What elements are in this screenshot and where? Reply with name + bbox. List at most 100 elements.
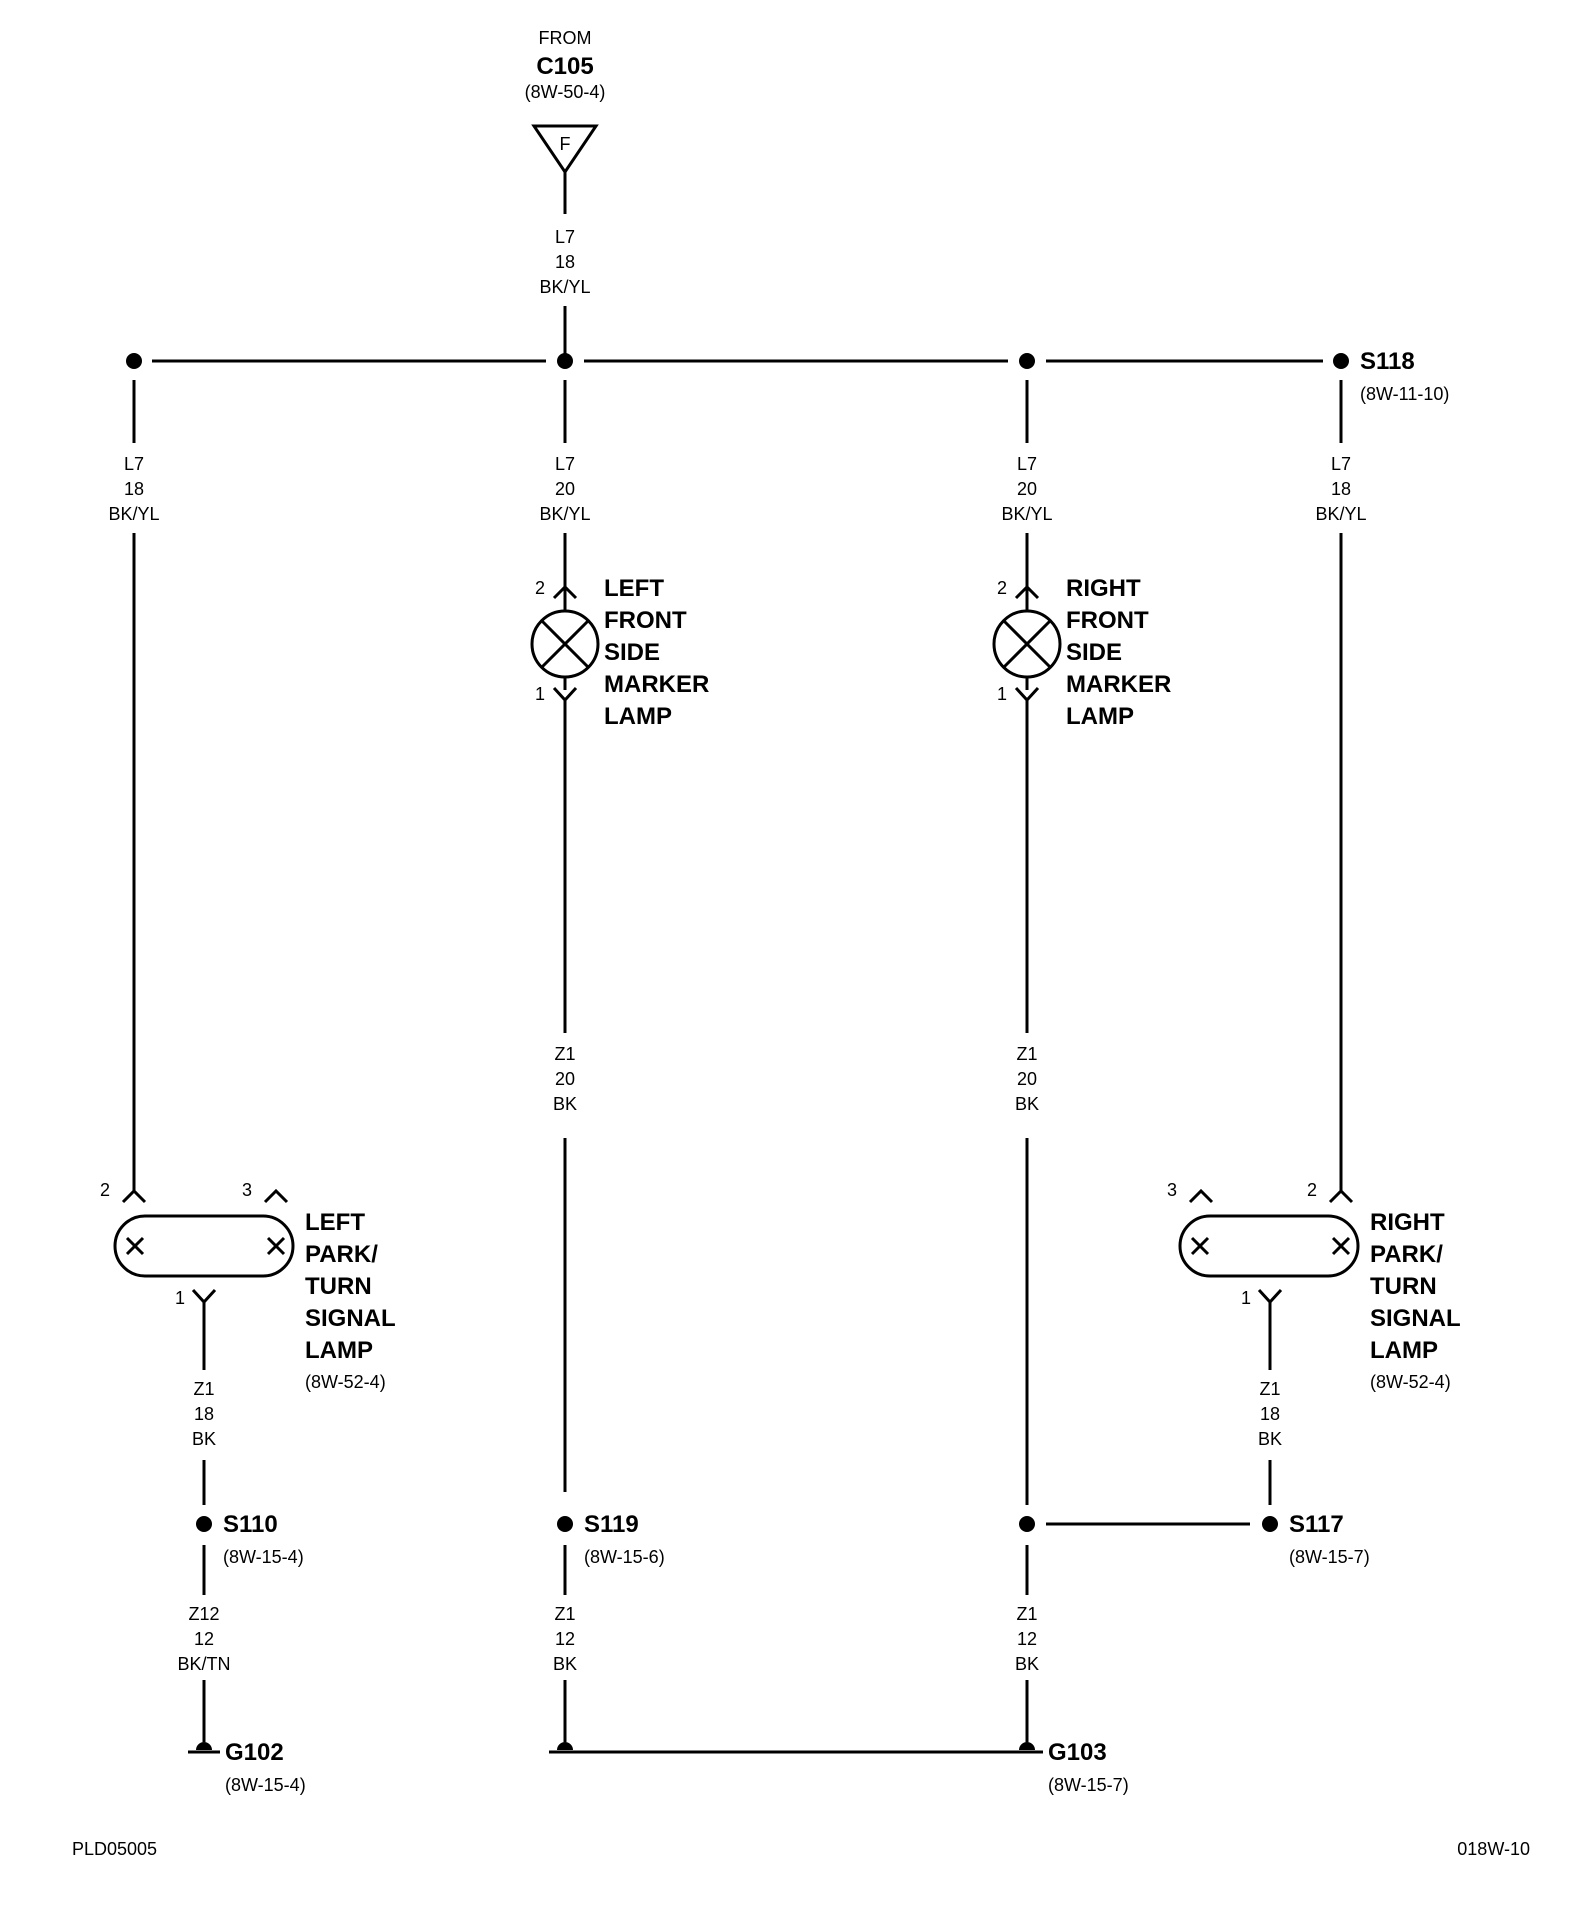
svg-text:MARKER: MARKER xyxy=(604,671,709,698)
wire-label-left-marker-ground: Z1 20 BK xyxy=(553,1044,577,1114)
svg-text:SIGNAL: SIGNAL xyxy=(1370,1305,1461,1332)
right-park-lamp-label: RIGHT PARK/ TURN SIGNAL LAMP (8W-52-4) xyxy=(1370,1209,1461,1392)
wire-label-left-marker-feed: L7 20 BK/YL xyxy=(539,454,590,524)
splice-s110-dot xyxy=(196,1516,212,1532)
svg-text:18: 18 xyxy=(1260,1404,1280,1424)
svg-text:BK/YL: BK/YL xyxy=(539,504,590,524)
splice-s118-ref: (8W-11-10) xyxy=(1360,384,1449,404)
svg-text:BK/YL: BK/YL xyxy=(539,277,590,297)
left-marker-lamp-symbol xyxy=(530,609,600,679)
splice-s119-ref: (8W-15-6) xyxy=(584,1547,665,1567)
splice-s118-name: S118 xyxy=(1360,348,1415,375)
svg-text:20: 20 xyxy=(1017,1069,1037,1089)
wire-label-right-marker-ground: Z1 20 BK xyxy=(1015,1044,1039,1114)
svg-text:SIDE: SIDE xyxy=(604,639,660,666)
left-park-pin1-connector xyxy=(191,1288,217,1305)
svg-text:(8W-52-4): (8W-52-4) xyxy=(1370,1372,1451,1392)
right-park-pin3-connector xyxy=(1188,1188,1214,1204)
right-marker-pin2-connector xyxy=(1014,584,1040,600)
right-marker-pin2-label: 2 xyxy=(997,578,1007,598)
source-from-label: FROM xyxy=(539,28,592,48)
wire-label-left-park-ground: Z1 18 BK xyxy=(192,1379,216,1449)
svg-text:Z1: Z1 xyxy=(1016,1044,1037,1064)
right-park-pin1-label: 1 xyxy=(1241,1288,1251,1308)
svg-text:L7: L7 xyxy=(124,454,144,474)
svg-text:FRONT: FRONT xyxy=(1066,607,1149,634)
svg-text:LAMP: LAMP xyxy=(604,703,672,730)
left-park-pin1-label: 1 xyxy=(175,1288,185,1308)
left-marker-pin2-connector xyxy=(552,584,578,600)
svg-text:12: 12 xyxy=(1017,1629,1037,1649)
svg-text:18: 18 xyxy=(1331,479,1351,499)
svg-text:Z1: Z1 xyxy=(554,1604,575,1624)
bus-junction-center xyxy=(557,353,573,369)
left-marker-pin2-label: 2 xyxy=(535,578,545,598)
splice-s110-ref: (8W-15-4) xyxy=(223,1547,304,1567)
wire-label-right-park-feed: L7 18 BK/YL xyxy=(1315,454,1366,524)
svg-text:BK/TN: BK/TN xyxy=(177,1654,230,1674)
svg-text:RIGHT: RIGHT xyxy=(1066,575,1141,602)
svg-text:LAMP: LAMP xyxy=(1370,1337,1438,1364)
svg-text:Z12: Z12 xyxy=(188,1604,219,1624)
female-connector-symbol xyxy=(531,124,599,175)
svg-text:20: 20 xyxy=(1017,479,1037,499)
svg-text:L7: L7 xyxy=(1331,454,1351,474)
svg-text:BK/YL: BK/YL xyxy=(1001,504,1052,524)
splice-s117-dot xyxy=(1262,1516,1278,1532)
right-marker-lamp-symbol xyxy=(992,609,1062,679)
svg-text:SIGNAL: SIGNAL xyxy=(305,1305,396,1332)
bus-junction-right xyxy=(1019,353,1035,369)
ground-g102-ref: (8W-15-4) xyxy=(225,1775,306,1795)
svg-text:Z1: Z1 xyxy=(193,1379,214,1399)
svg-text:SIDE: SIDE xyxy=(1066,639,1122,666)
ground-symbol-g102 xyxy=(188,1742,220,1754)
source-connector-ref: (8W-50-4) xyxy=(525,82,606,102)
svg-text:Z1: Z1 xyxy=(554,1044,575,1064)
svg-text:LAMP: LAMP xyxy=(305,1337,373,1364)
svg-text:BK: BK xyxy=(1258,1429,1282,1449)
wire-label-left-park-feed: L7 18 BK/YL xyxy=(108,454,159,524)
left-park-pin2-connector xyxy=(121,1188,147,1204)
ground-g103-name: G103 xyxy=(1048,1739,1107,1766)
ground-symbol-g103 xyxy=(1011,1742,1043,1754)
ground-g103-ref: (8W-15-7) xyxy=(1048,1775,1129,1795)
junction-right-ground xyxy=(1019,1516,1035,1532)
source-cavity-label: F xyxy=(560,134,571,154)
svg-text:PARK/: PARK/ xyxy=(305,1241,378,1268)
ground-symbol-center xyxy=(549,1742,581,1754)
svg-text:TURN: TURN xyxy=(1370,1273,1437,1300)
svg-text:L7: L7 xyxy=(555,227,575,247)
svg-text:18: 18 xyxy=(555,252,575,272)
svg-text:LEFT: LEFT xyxy=(305,1209,365,1236)
right-park-pin1-connector xyxy=(1257,1288,1283,1305)
svg-text:L7: L7 xyxy=(555,454,575,474)
source-connector-name: C105 xyxy=(536,53,593,80)
wire-label-right-park-ground: Z1 18 BK xyxy=(1258,1379,1282,1449)
splice-s118-dot xyxy=(1333,353,1349,369)
svg-text:Z1: Z1 xyxy=(1259,1379,1280,1399)
left-park-pin3-label: 3 xyxy=(242,1180,252,1200)
wire-label-s119-ground: Z1 12 BK xyxy=(553,1604,577,1674)
wire-label-feed: L7 18 BK/YL xyxy=(539,227,590,297)
svg-text:BK: BK xyxy=(553,1654,577,1674)
left-park-pin3-connector xyxy=(263,1188,289,1204)
wire-label-s117-ground: Z1 12 BK xyxy=(1015,1604,1039,1674)
splice-s110-name: S110 xyxy=(223,1511,278,1538)
left-park-lamp-symbol xyxy=(113,1214,295,1278)
right-park-pin2-connector xyxy=(1328,1188,1354,1204)
splice-s117-ref: (8W-15-7) xyxy=(1289,1547,1370,1567)
svg-text:FRONT: FRONT xyxy=(604,607,687,634)
svg-text:20: 20 xyxy=(555,1069,575,1089)
right-marker-lamp-label: RIGHT FRONT SIDE MARKER LAMP xyxy=(1066,575,1171,730)
svg-text:MARKER: MARKER xyxy=(1066,671,1171,698)
splice-s119-name: S119 xyxy=(584,1511,639,1538)
ground-g102-name: G102 xyxy=(225,1739,284,1766)
footer-left-code: PLD05005 xyxy=(72,1839,157,1859)
svg-text:L7: L7 xyxy=(1017,454,1037,474)
svg-text:BK: BK xyxy=(1015,1654,1039,1674)
svg-text:BK: BK xyxy=(1015,1094,1039,1114)
svg-text:BK: BK xyxy=(553,1094,577,1114)
footer-right-code: 018W-10 xyxy=(1457,1839,1530,1859)
svg-text:BK/YL: BK/YL xyxy=(1315,504,1366,524)
